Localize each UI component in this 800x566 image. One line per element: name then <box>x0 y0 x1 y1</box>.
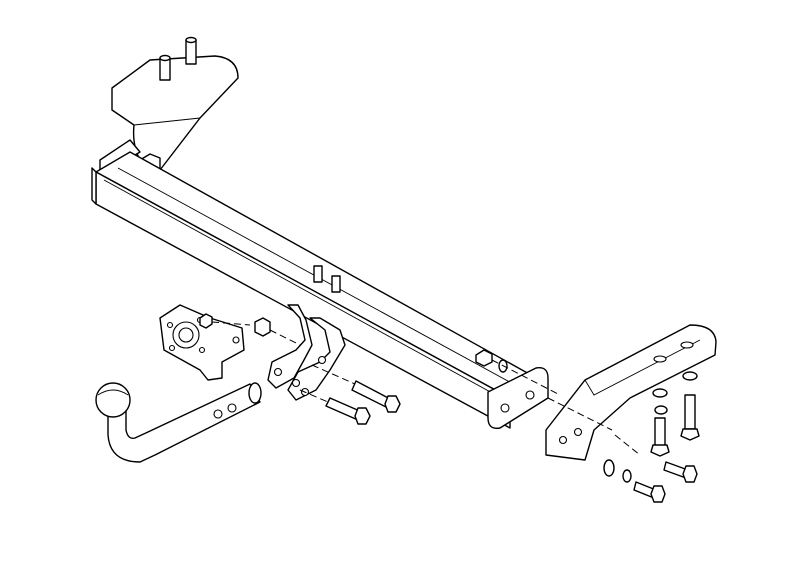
right-fasteners <box>603 371 700 503</box>
center-hanger-plates <box>267 304 346 401</box>
vertical-bolt <box>650 417 670 457</box>
socket-plate <box>159 304 301 381</box>
bracket-stud <box>185 36 197 65</box>
bracket-stud <box>159 54 171 81</box>
right-side-bracket <box>545 324 717 461</box>
nut <box>254 317 271 337</box>
nut <box>199 313 213 329</box>
washer <box>654 405 668 415</box>
washer <box>622 469 632 483</box>
main-crossbar <box>91 151 561 429</box>
vertical-bolt <box>680 394 700 441</box>
tow-ball-neck <box>95 382 262 463</box>
washer <box>652 388 668 398</box>
washer <box>682 371 698 381</box>
nut <box>475 349 493 367</box>
tow-ball <box>95 382 131 418</box>
washer <box>603 459 615 477</box>
bolts <box>299 364 401 425</box>
